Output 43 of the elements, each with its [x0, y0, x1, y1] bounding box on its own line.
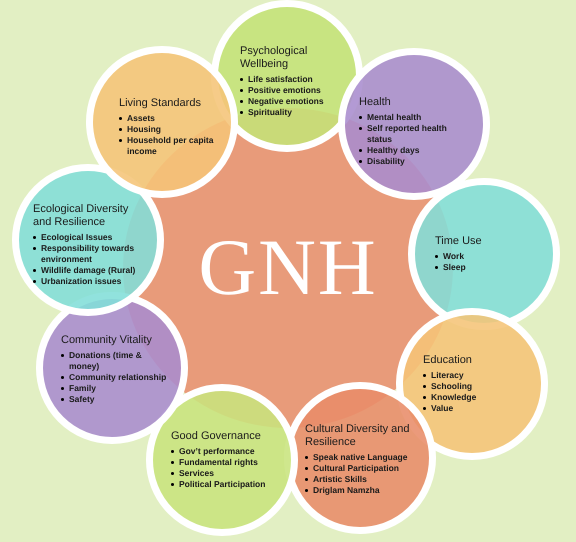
list-item: Literacy [431, 370, 464, 381]
list-item: Disability [367, 156, 405, 166]
list-item: Political Participation [179, 479, 266, 490]
list-item: Knowledge [431, 392, 476, 403]
list-item: Schooling [431, 381, 472, 392]
list-item: Safety [69, 394, 95, 404]
circle-heading: Health [359, 96, 392, 108]
list-item: Life satisfaction [248, 74, 313, 84]
circle-heading: Ecological Diversity and Resilience [33, 203, 130, 229]
circle-heading: Cultural Diversity and Resilience [305, 422, 411, 448]
list-item: Housing [127, 124, 161, 135]
list-item: Healthy days [367, 144, 420, 156]
list-item: Responsibility towards environment [41, 243, 136, 265]
list-item: Ecological Issues [41, 232, 112, 243]
list-item: Gov’t performance [179, 446, 255, 457]
list-item: Value [431, 403, 454, 414]
list-item: Positive emotions [248, 84, 321, 96]
circle-heading: Education [423, 354, 473, 367]
list-item: Artistic Skills [313, 474, 367, 484]
center-title: GNH [198, 228, 378, 308]
list-item: Self reported health status [367, 122, 448, 144]
circle-heading: Good Governance [171, 430, 262, 443]
circle-heading: Time Use [435, 235, 483, 248]
list-item: Urbanization issues [41, 276, 122, 287]
list-item: Negative emotions [248, 96, 324, 106]
list-item: Speak native Language [313, 452, 408, 462]
list-item: Driglam Namzha [313, 484, 380, 496]
circle-heading: Community Vitality [61, 334, 153, 346]
list-item: Fundamental rights [179, 457, 258, 468]
list-item: Donations (time & money) [69, 350, 143, 372]
circle-heading: Living Standards [119, 97, 202, 110]
list-item: Services [179, 468, 214, 479]
list-item: Cultural Participation [313, 462, 399, 474]
list-item: Assets [127, 113, 155, 124]
list-item: Spirituality [248, 106, 292, 118]
list-item: Community relationship [69, 372, 166, 382]
list-item: Sleep [443, 262, 466, 273]
circle-heading: Psychological Wellbeing [240, 44, 308, 70]
list-item: Mental health [367, 112, 422, 122]
list-item: Work [443, 251, 464, 262]
list-item: Family [69, 382, 96, 394]
list-item: Household per capita income [127, 135, 214, 157]
list-item: Wildlife damage (Rural) [41, 265, 136, 276]
